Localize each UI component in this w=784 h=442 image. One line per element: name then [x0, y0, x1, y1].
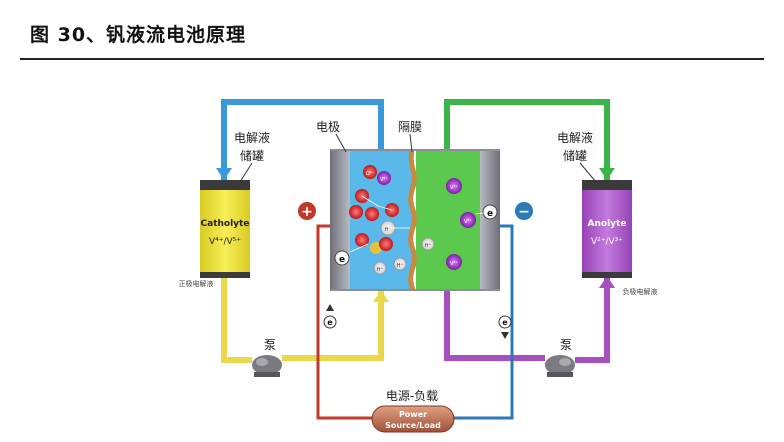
- right-pump-label: 泵: [560, 338, 572, 352]
- ion-label: H⁺: [385, 227, 392, 233]
- left-tank-label-2: 储罐: [240, 148, 264, 163]
- membrane-label: 隔膜: [398, 120, 422, 134]
- negative-terminal-icon: [515, 202, 533, 220]
- electron-label: e: [327, 318, 333, 327]
- ion-label: H⁺: [397, 263, 404, 269]
- electron-icon: [498, 315, 512, 329]
- right-tank-label-1: 电解液: [557, 130, 593, 145]
- left-electrode: [330, 150, 350, 290]
- ion-paths-left: [349, 195, 410, 253]
- catholyte-tank-cap: [200, 180, 250, 190]
- purple-pipe-arrow: [599, 276, 615, 288]
- left-wire: [316, 224, 372, 420]
- ion-label: V⁵⁺: [380, 177, 388, 183]
- ion-label: V²⁺: [450, 185, 458, 191]
- left-pump-label: 泵: [264, 338, 276, 352]
- right-electrode: [480, 150, 500, 290]
- ion-label: V²⁺: [450, 261, 458, 267]
- anolyte-tank-cap: [582, 180, 632, 190]
- v3-ion: [460, 212, 476, 228]
- anolyte-tank: [582, 190, 632, 276]
- electron-label: e: [339, 255, 345, 265]
- yellow-pipe: [221, 276, 384, 363]
- power-line-2: Source/Load: [385, 421, 441, 430]
- green-pipe-arrow: [599, 168, 615, 180]
- proton: [421, 237, 435, 251]
- title-divider: [20, 58, 764, 60]
- catholyte-formula: V⁴⁺/V⁵⁺: [209, 237, 241, 247]
- power-load-label: 电源-负载: [386, 389, 438, 403]
- membrane: [408, 149, 417, 291]
- figure-title: 图 30、钒液流电池原理: [30, 24, 247, 46]
- power-line-1: Power: [399, 410, 427, 419]
- ion-label: H⁺: [377, 267, 384, 273]
- electron-icon: [323, 315, 337, 329]
- ion-label: O²⁻: [366, 171, 375, 177]
- yellow-pipe-arrow: [373, 290, 389, 302]
- green-pipe: [444, 99, 610, 180]
- anolyte-formula: V²⁺/V³⁺: [591, 237, 623, 247]
- anolyte-name: Anolyte: [588, 219, 627, 229]
- electron-label: e: [487, 209, 493, 219]
- blue-pipe-arrow: [216, 168, 232, 180]
- catholyte-tank: [200, 190, 250, 276]
- left-pump-icon: [252, 355, 282, 377]
- ion-label: H⁺: [425, 243, 432, 249]
- positive-terminal-icon: [298, 202, 316, 220]
- v2-ion: [446, 178, 462, 194]
- negative-electrolyte-label: 负极电解液: [623, 287, 658, 296]
- v2-ion: [446, 254, 462, 270]
- right-pump-icon: [545, 355, 575, 377]
- plus-sign: +: [301, 204, 313, 220]
- electron-dot: [482, 204, 498, 220]
- positive-electrolyte-label: 正极电解液: [179, 279, 214, 288]
- right-tank-label-2: 储罐: [563, 148, 587, 163]
- power-source-box: [371, 405, 455, 433]
- electrode-label: 电极: [316, 120, 340, 134]
- ion-label: V³⁺: [464, 219, 472, 225]
- left-tank-label-1: 电解液: [234, 130, 270, 145]
- right-wire: [454, 224, 514, 420]
- catholyte-name: Catholyte: [201, 219, 250, 229]
- minus-sign: −: [518, 204, 530, 220]
- electron-label: e: [502, 318, 508, 327]
- blue-pipe: [221, 99, 384, 180]
